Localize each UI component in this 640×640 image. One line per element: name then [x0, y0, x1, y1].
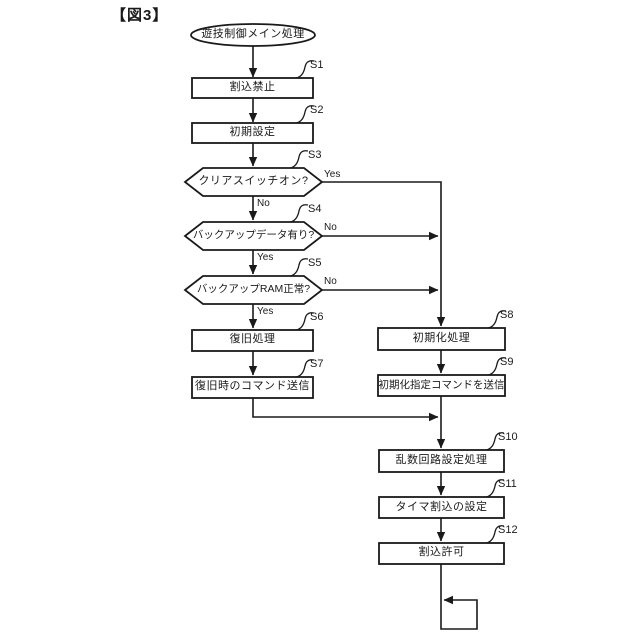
node-s12-shape	[378, 542, 505, 565]
node-s10-label: 乱数回路設定処理	[395, 454, 488, 466]
node-s8-label: 初期化処理	[412, 332, 471, 344]
node-s6-label: 復旧処理	[229, 333, 276, 345]
node-s10-shape	[378, 449, 505, 473]
start-terminator-shape	[190, 23, 316, 47]
step-s5-label: S5	[308, 257, 322, 269]
node-s7-label: 復旧時のコマンド送信	[195, 380, 310, 392]
node-s1-label: 割込禁止	[229, 81, 276, 93]
start-node-label: 遊技制御メイン処理	[201, 28, 305, 40]
leader-s7	[295, 359, 315, 378]
step-s3-label: S3	[308, 149, 322, 161]
figure-label: 【図3】	[111, 7, 169, 24]
step-s9-label: S9	[500, 356, 514, 368]
node-s11-label: タイマ割込の設定	[395, 501, 488, 513]
step-s8-label: S8	[500, 309, 514, 321]
node-s4-label: バックアップデータ有り?	[192, 229, 315, 241]
leader-s12	[485, 525, 505, 544]
node-s9-label: 初期化指定コマンドを送信	[378, 379, 505, 391]
s3-no-label: No	[257, 198, 270, 209]
s4-yes-label: Yes	[257, 252, 274, 263]
leader-s5	[289, 258, 309, 277]
step-s2-label: S2	[310, 104, 324, 116]
node-s5-label: バックアップRAM正常?	[196, 283, 311, 295]
edge-s12-loop	[440, 564, 478, 630]
leader-s6	[295, 312, 315, 331]
node-s6-shape	[191, 329, 314, 352]
edge-s3-yes-s8	[322, 181, 446, 327]
node-s2-label: 初期設定	[229, 126, 276, 138]
edge-s7-join	[252, 398, 439, 422]
s4-no-label: No	[324, 222, 337, 233]
leader-s8	[487, 310, 507, 329]
leader-s2	[295, 105, 315, 124]
leader-s10	[485, 432, 505, 451]
node-s8-shape	[377, 327, 506, 351]
s3-yes-label: Yes	[324, 169, 341, 180]
step-s11-label: S11	[498, 478, 517, 490]
s5-yes-label: Yes	[257, 306, 274, 317]
node-s3-label: クリアスイッチオン?	[198, 175, 309, 187]
step-s10-label: S10	[498, 431, 518, 443]
node-s9-shape	[377, 374, 506, 397]
node-s4-decision-shape	[183, 221, 324, 251]
leader-s1	[295, 60, 315, 79]
node-s12-label: 割込許可	[418, 546, 465, 558]
leader-s9	[487, 357, 507, 376]
node-s2-shape	[191, 122, 314, 144]
leader-s4	[289, 204, 309, 223]
node-s11-shape	[378, 496, 505, 519]
node-s7-shape	[191, 376, 314, 399]
leader-s11	[485, 479, 505, 498]
step-s4-label: S4	[308, 203, 322, 215]
s5-no-label: No	[324, 276, 337, 287]
node-s5-decision-shape	[183, 275, 324, 305]
leader-s3	[289, 150, 309, 169]
step-s1-label: S1	[310, 59, 324, 71]
node-s3-decision-shape	[183, 167, 324, 197]
step-s7-label: S7	[310, 358, 324, 370]
node-s1-shape	[191, 77, 314, 99]
step-s12-label: S12	[498, 524, 518, 536]
step-s6-label: S6	[310, 311, 324, 323]
